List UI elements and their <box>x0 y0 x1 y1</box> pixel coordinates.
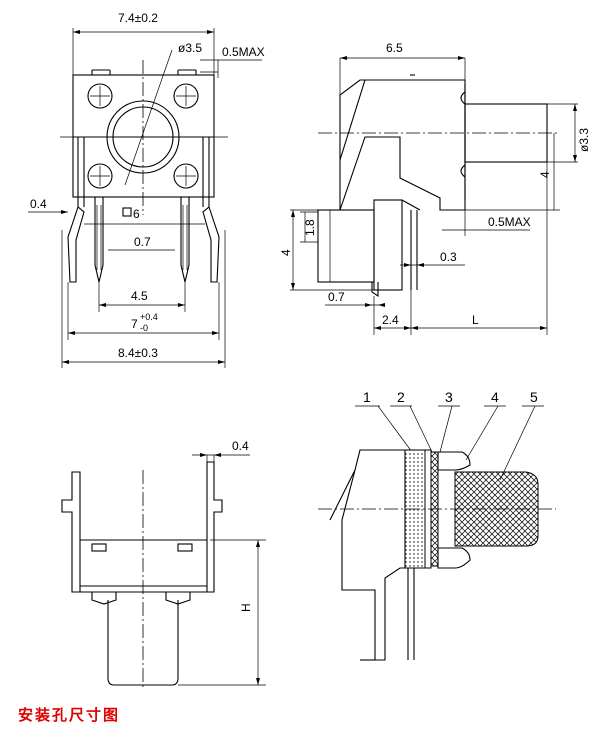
dim-square-mark: 6 <box>133 207 140 221</box>
dim-pin-width: 0.7 <box>134 235 151 249</box>
dim-length: L <box>472 313 479 327</box>
dim-cap-height: 4 <box>538 171 552 178</box>
caption: 安装孔尺寸图 <box>18 706 120 724</box>
dim-foot: 0.7 <box>328 290 345 304</box>
dim-outer-span-tol-minus: -0 <box>140 323 148 333</box>
dim-height: H <box>239 603 253 612</box>
front-view: 7.4±0.2 ø3.5 0.5MAX <box>28 11 265 368</box>
section-view: 1 2 3 4 5 <box>318 389 556 661</box>
dim-button-diameter: ø3.5 <box>178 41 202 55</box>
side-view: 6.5 ø3.3 4 1.8 <box>279 41 591 335</box>
rear-view: 0.4 H <box>61 439 266 690</box>
dim-depth: 6.5 <box>386 41 403 55</box>
dim-pin-offset: 2.4 <box>382 313 399 327</box>
dim-max-offset-front: 0.5MAX <box>222 45 265 59</box>
part-label-1: 1 <box>363 389 371 405</box>
dim-width-top: 7.4±0.2 <box>118 11 158 25</box>
dim-cap-diameter: ø3.3 <box>577 128 591 152</box>
dim-lead-thickness-front: 0.4 <box>30 197 47 211</box>
dim-body-height: 4 <box>279 249 293 256</box>
part-label-4: 4 <box>491 389 499 405</box>
dim-outer-span-tol-plus: +0.4 <box>140 312 158 322</box>
dim-lead-thickness-rear: 0.4 <box>232 439 249 453</box>
part-label-3: 3 <box>445 389 453 405</box>
dim-outer-span: 7 <box>131 317 138 331</box>
dim-pin-thickness: 0.3 <box>440 250 457 264</box>
dim-pin-pitch: 4.5 <box>131 289 148 303</box>
dim-offset-18: 1.8 <box>303 219 317 236</box>
dim-max-offset-side: 0.5MAX <box>488 215 531 229</box>
part-label-2: 2 <box>397 389 405 405</box>
dim-total-width: 8.4±0.3 <box>118 346 158 360</box>
part-label-5: 5 <box>530 389 538 405</box>
